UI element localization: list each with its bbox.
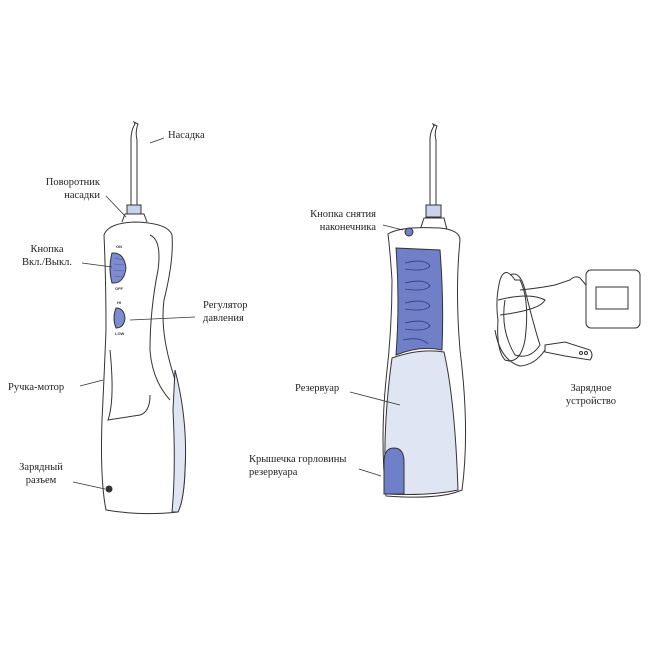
label-line: устройство	[565, 396, 617, 407]
label-line: Кнопка снятия	[310, 209, 376, 220]
leader-lines	[72, 137, 404, 490]
label-charger: Зарядное устройство	[556, 382, 626, 408]
label-nozzle-rotator: Поворотник насадки	[30, 176, 100, 202]
label-charging-port: Зарядный разъем	[14, 461, 68, 487]
label-power-button: Кнопка Вкл./Выкл.	[14, 243, 80, 269]
plug	[544, 341, 593, 361]
pressure-dial	[113, 307, 126, 329]
nozzle-rotator	[126, 204, 142, 215]
label-line: наконечника	[319, 222, 376, 233]
label-line: Поворотник	[45, 177, 100, 188]
label-line: разъем	[25, 475, 57, 486]
charging-port	[105, 485, 113, 493]
side-strip	[171, 369, 187, 513]
hi-mark: HI	[117, 300, 121, 305]
label-line: насадки	[64, 190, 100, 201]
label-line: Кнопка	[30, 244, 64, 255]
blue-grip	[395, 247, 444, 356]
back-view-irrigator	[382, 122, 467, 498]
label-line: Регулятор	[203, 300, 248, 311]
label-line: Крышечка горловины	[249, 454, 347, 465]
label-handle-motor: Ручка-мотор	[8, 382, 65, 393]
label-line: Зарядное	[570, 383, 612, 394]
front-view-irrigator	[101, 120, 187, 515]
label-line: Вкл./Выкл.	[22, 257, 72, 268]
label-line: Зарядный	[19, 462, 63, 473]
label-pressure-control: Регулятор давления	[203, 299, 247, 325]
off-mark: OFF	[115, 286, 123, 291]
charger	[494, 269, 641, 367]
low-mark: LOW	[115, 331, 125, 336]
power-button	[109, 252, 127, 284]
nozzle	[130, 120, 139, 205]
label-reservoir-cap: Крышечка горловины резервуара	[249, 453, 346, 479]
label-line: резервуара	[249, 467, 298, 478]
label-reservoir: Резервуар	[295, 383, 340, 394]
reservoir-cap	[383, 447, 405, 495]
tip-eject-button	[404, 227, 414, 237]
on-mark: ON	[116, 244, 122, 249]
label-tip-eject-button: Кнопка снятия наконечника	[290, 208, 376, 234]
label-line: давления	[203, 313, 244, 324]
label-nozzle: Насадка	[168, 130, 205, 141]
